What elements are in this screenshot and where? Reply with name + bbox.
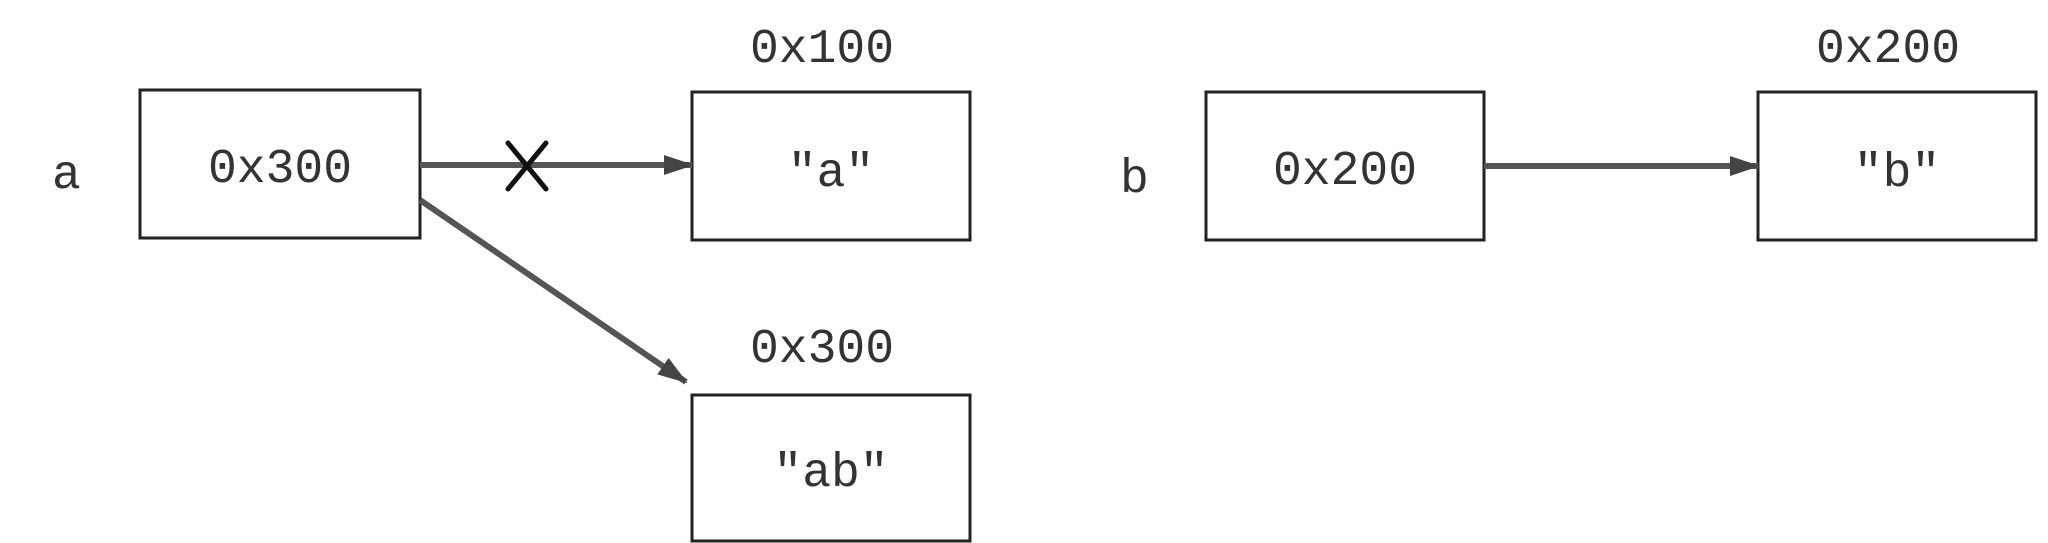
var-a-name: a	[52, 149, 81, 203]
obj-b-address: 0x200	[1816, 23, 1960, 77]
var-b-box	[1204, 90, 1486, 242]
obj-a-box	[690, 90, 972, 242]
obj-a-content: "a"	[788, 147, 874, 201]
obj-ab-content: "ab"	[773, 447, 888, 501]
obj-ab-address: 0x300	[750, 323, 894, 377]
var-b-value: 0x200	[1273, 145, 1417, 199]
arrow-a-to-new	[418, 197, 688, 385]
obj-a-address: 0x100	[750, 23, 894, 77]
cross-mark-icon	[505, 140, 549, 192]
obj-b-content: "b"	[1854, 147, 1940, 201]
var-b-name: b	[1120, 153, 1149, 207]
var-a-box	[138, 88, 422, 240]
var-a-value: 0x300	[208, 143, 352, 197]
obj-b-box	[1756, 90, 2038, 242]
obj-ab-box	[690, 393, 972, 543]
